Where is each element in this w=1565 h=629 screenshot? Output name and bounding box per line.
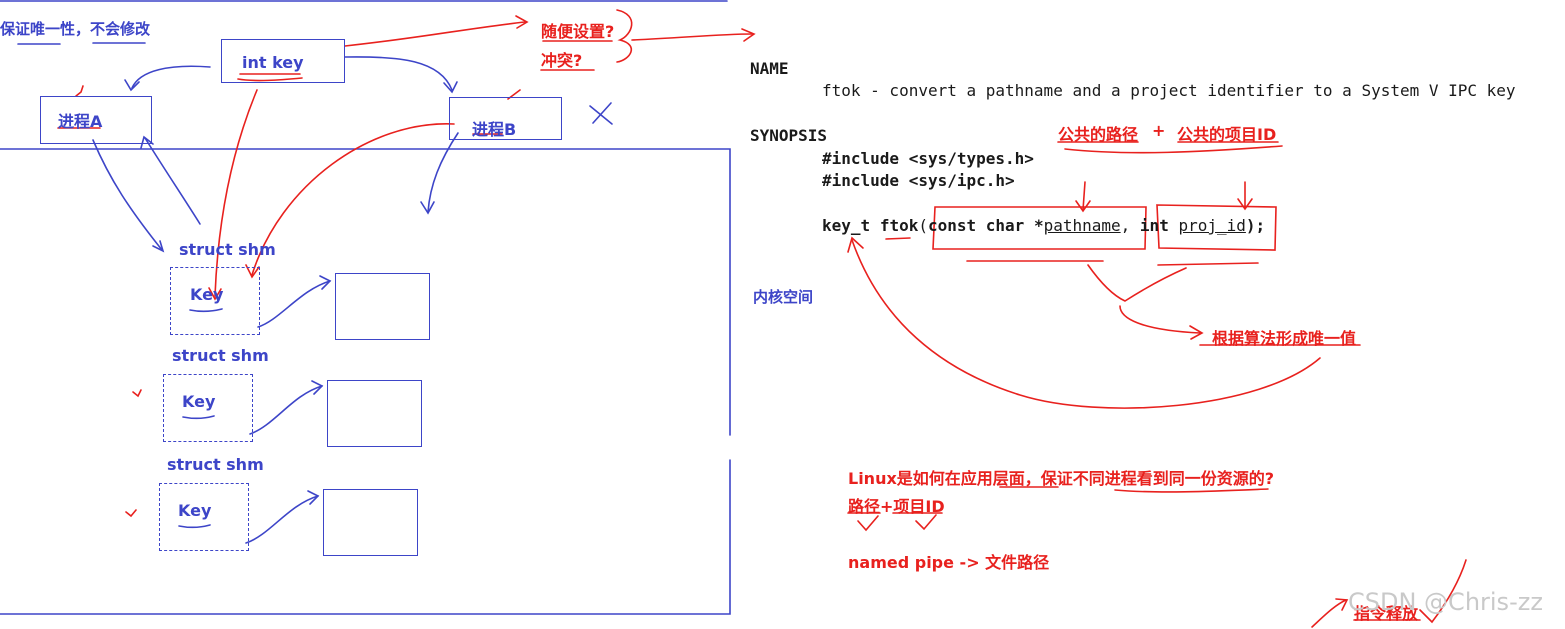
struct-shm-label-3: struct shm — [167, 455, 264, 474]
sig-param1-type: const char * — [927, 216, 1044, 235]
uniqueness-note: 保证唯一性，不会修改 — [0, 20, 151, 38]
linux-question: Linux是如何在应用层面，保证不同进程看到同一份资源的? — [848, 469, 1275, 488]
common-project-id-note: 公共的项目ID — [1177, 125, 1277, 144]
int-key-label: int key — [242, 53, 304, 72]
int-key-box — [221, 39, 345, 83]
csdn-watermark: CSDN @Chris-zz — [1348, 588, 1543, 616]
arrow-key-to-a — [131, 65, 211, 89]
arrow-a-to-shm — [92, 139, 163, 251]
struct-shm-key-box-2 — [163, 374, 253, 442]
sig-return-type: key_t — [822, 216, 871, 235]
arrow-b-down — [427, 132, 459, 213]
arrow-int-key-to-shm-key — [214, 89, 258, 297]
sig-param1-name: pathname — [1043, 216, 1121, 235]
arrow-path-down — [1082, 181, 1086, 211]
plus-note: + — [1152, 121, 1166, 140]
arrow-key-to-question — [344, 21, 526, 47]
sig-param2-name: proj_id — [1178, 216, 1246, 235]
path-plus-id-note: 路径+项目ID — [848, 497, 945, 516]
proj-id-param-box — [1156, 204, 1277, 251]
conflict-question: 冲突? — [541, 51, 583, 70]
arrow-key1-to-block — [257, 280, 331, 328]
key-label-1: Key — [190, 285, 224, 304]
man-name-line: ftok - convert a pathname and a project … — [822, 81, 1516, 100]
sig-param2-type: int — [1139, 216, 1169, 235]
key-label-3: Key — [178, 501, 212, 520]
arrow-key2-to-block — [249, 385, 323, 435]
man-ftok-signature: key_t ftok(const char *pathname, int pro… — [822, 216, 1266, 235]
struct-shm-label-1: struct shm — [179, 240, 276, 259]
key-label-2: Key — [182, 392, 216, 411]
question-bracket — [616, 9, 633, 63]
shm-block-2 — [327, 380, 422, 447]
process-a-label: 进程A — [58, 112, 103, 131]
process-b-box — [449, 97, 562, 140]
kernel-space-rect-bottom — [0, 459, 731, 615]
man-include-2: #include <sys/ipc.h> — [822, 171, 1015, 190]
man-include-1: #include <sys/types.h> — [822, 149, 1034, 168]
shm-block-3 — [323, 489, 418, 556]
arrow-b-to-shm-key — [251, 123, 455, 276]
kernel-space-rect — [0, 148, 731, 436]
arrow-key3-to-block — [245, 495, 319, 544]
struct-shm-key-box-3 — [159, 483, 249, 551]
sig-function-name: ftok — [879, 216, 919, 235]
command-release-note: 指令释放 — [1354, 604, 1419, 623]
process-b-label: 进程B — [472, 120, 517, 139]
merge-lines — [1087, 264, 1187, 302]
man-synopsis-heading: SYNOPSIS — [750, 126, 828, 145]
release-arrow — [1311, 599, 1347, 628]
arrow-key-to-b — [344, 56, 453, 91]
arrow-to-algorithm — [1119, 305, 1201, 334]
common-path-note: 公共的路径 — [1058, 125, 1139, 144]
struct-shm-key-box-1 — [170, 267, 260, 335]
sig-end: ); — [1245, 216, 1266, 235]
algorithm-unique-note: 根据算法形成唯一值 — [1212, 329, 1357, 348]
kernel-space-label: 内核空间 — [753, 288, 814, 306]
arc-back-to-key-t — [851, 239, 1321, 409]
struct-shm-label-2: struct shm — [172, 346, 269, 365]
process-a-box — [40, 96, 152, 144]
shm-block-1 — [335, 273, 430, 340]
arrow-shm-to-a — [144, 137, 201, 225]
arrow-to-man — [631, 33, 753, 41]
random-setting-question: 随便设置? — [541, 22, 615, 41]
named-pipe-note: named pipe -> 文件路径 — [848, 553, 1050, 572]
pathname-param-box — [932, 206, 1147, 250]
man-name-heading: NAME — [750, 59, 789, 78]
cross-mark — [589, 102, 613, 125]
